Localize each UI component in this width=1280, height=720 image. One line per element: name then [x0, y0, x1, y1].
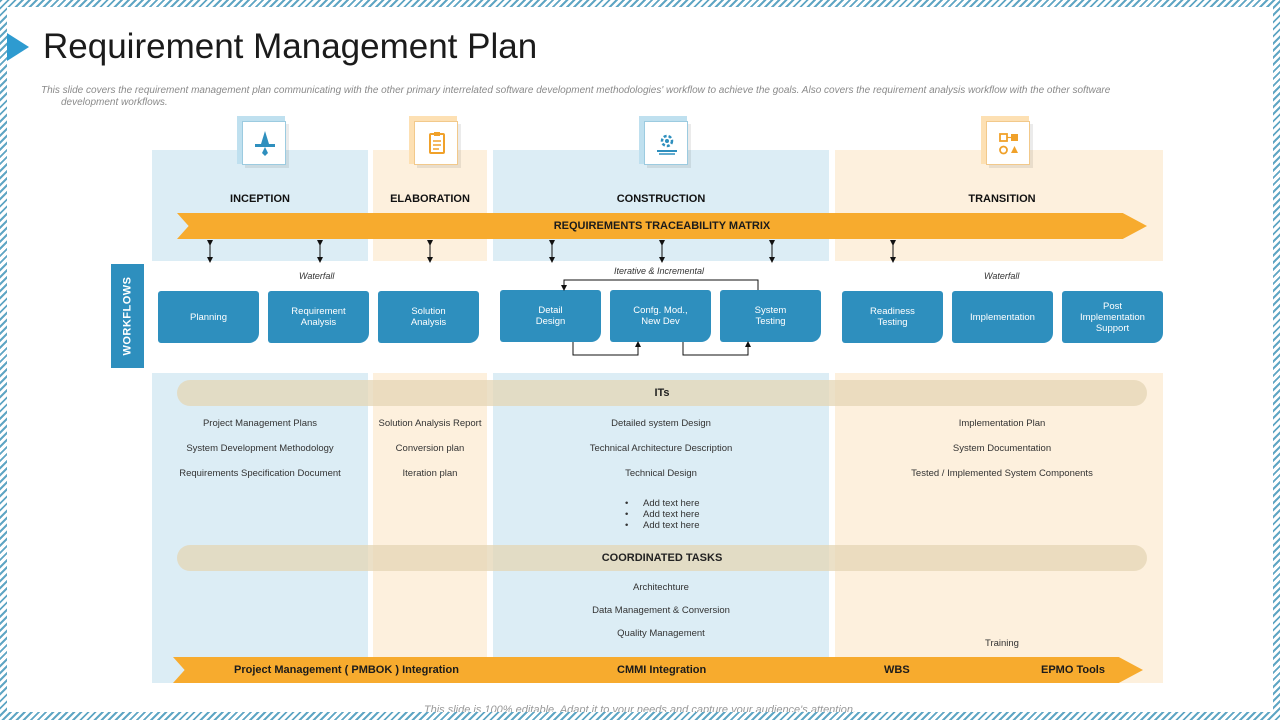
workflow-readiness-testing: Readiness Testing [842, 291, 943, 343]
subtitle-line-1: This slide covers the requirement manage… [41, 85, 1111, 96]
integration-wbs: WBS [884, 664, 910, 676]
coordinated-item-3: Quality Management [617, 628, 705, 639]
its-label: ITs [654, 387, 670, 399]
workflow-solution-analysis: Solution Analysis [378, 291, 479, 343]
phase-transition: TRANSITION [968, 193, 1036, 205]
construction-icon-box [644, 121, 688, 165]
phase-elaboration: ELABORATION [390, 193, 470, 205]
elaboration-icon-box [414, 121, 458, 165]
its-elaboration-item-1: Solution Analysis Report [378, 418, 482, 429]
its-construction-item-2: Technical Architecture Description [589, 443, 733, 454]
integration-arrow [173, 657, 1143, 683]
integration-cmmi: CMMI Integration [617, 664, 707, 676]
coordinated-tasks-band [177, 545, 1147, 571]
its-transition-item-1: Implementation Plan [958, 418, 1046, 429]
phase-inception: INCEPTION [230, 193, 290, 205]
inception-icon-box [242, 121, 286, 165]
slide: Requirement Management Plan This slide c… [7, 7, 1273, 712]
footer-note: This slide is 100% editable. Adapt it to… [423, 704, 857, 712]
its-construction-item-1: Detailed system Design [611, 418, 711, 429]
iterative-label: Iterative & Incremental [614, 266, 705, 276]
title-triangle-icon [7, 33, 29, 61]
its-elaboration-item-3: Iteration plan [402, 468, 458, 479]
integration-pmbok: Project Management ( PMBOK ) Integration [234, 664, 459, 676]
traceability-label: REQUIREMENTS TRACEABILITY MATRIX [553, 220, 771, 232]
inception-column-top [152, 150, 368, 261]
transition-icon-box [986, 121, 1030, 165]
its-inception-item-2: System Development Methodology [186, 443, 334, 454]
coordinated-item-2: Data Management & Conversion [592, 605, 730, 616]
workflow-post-implementation: Post Implementation Support [1062, 291, 1163, 343]
its-construction-bullet-3: Add text here [625, 520, 699, 531]
connectors [207, 240, 896, 356]
its-transition-item-3: Tested / Implemented System Components [911, 468, 1093, 479]
workflow-implementation: Implementation [952, 291, 1053, 343]
traceability-arrow [177, 213, 1147, 239]
dev-to-testing-arrow [682, 341, 751, 356]
waterfall-right-label: Waterfall [984, 271, 1020, 281]
coordinated-training: Training [985, 638, 1019, 649]
iteration-loop-arrow [561, 279, 759, 291]
gear-tools-icon [657, 134, 677, 155]
workflow-planning: Planning [158, 291, 259, 343]
its-inception-item-3: Requirements Specification Document [179, 468, 341, 479]
clipboard-icon [429, 132, 445, 154]
workflow-requirement-analysis: Requirement Analysis [268, 291, 369, 343]
its-construction-item-3: Technical Design [625, 468, 697, 479]
integration-epmo: EPMO Tools [1041, 664, 1105, 676]
phase-construction: CONSTRUCTION [616, 193, 706, 205]
workflow-detail-design: Detail Design [500, 290, 601, 342]
coordinated-tasks-label: COORDINATED TASKS [601, 552, 723, 564]
workflows-bar [111, 264, 144, 368]
waterfall-left-label: Waterfall [299, 271, 335, 281]
subtitle-line-2: development workflows. [61, 97, 168, 108]
workflow-config-mod: Confg. Mod., New Dev [610, 290, 711, 342]
design-to-dev-arrow [572, 341, 641, 356]
flowchart-icon [999, 133, 1018, 155]
elaboration-column-bottom [373, 373, 487, 683]
its-inception-item-1: Project Management Plans [202, 418, 318, 429]
inception-column-bottom [152, 373, 368, 683]
workflow-system-testing: System Testing [720, 290, 821, 342]
coordinated-item-1: Architechture [633, 582, 689, 593]
its-elaboration-item-2: Conversion plan [395, 443, 465, 454]
its-band [177, 380, 1147, 406]
its-transition-item-2: System Documentation [952, 443, 1052, 454]
its-construction-bullet-2: Add text here [625, 509, 699, 520]
pen-nib-icon [255, 131, 275, 156]
transition-column-top [835, 150, 1163, 261]
page-title: Requirement Management Plan [43, 27, 538, 66]
transition-column-bottom [835, 373, 1163, 683]
its-construction-bullet-1: Add text here [625, 498, 699, 509]
